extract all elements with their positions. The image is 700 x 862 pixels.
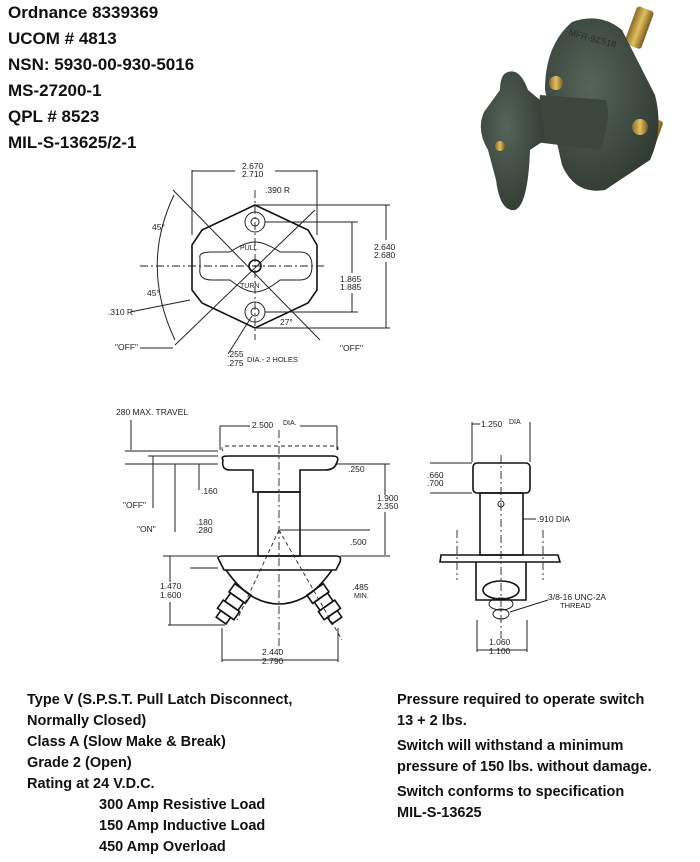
mil-spec-number: MIL-S-13625/2-1 [8,133,137,152]
spec-type: Type V (S.P.S.T. Pull Latch Disconnect, [27,692,293,708]
terminal-left [215,582,253,626]
stem-dia-label: .910 DIA [537,514,570,524]
spec-class: Class A (Slow Make & Break) [27,734,226,750]
spec-withstand-cont: pressure of 150 lbs. without damage. [397,759,652,775]
knob-outline [221,455,339,493]
side-view: 280 MAX. TRAVEL 2.500 DIA. .160 "OFF" "O… [116,407,399,666]
end-knob-dia: 1.250 [481,419,503,429]
pull-label: PULL [240,245,258,252]
dim-500: .500 [350,537,367,547]
spec-type-cont: Normally Closed) [27,713,147,729]
specs-right: Pressure required to operate switch 13 +… [397,690,652,824]
holes-label: DIA.- 2 HOLES [247,355,298,364]
terminal-right [305,582,343,626]
spec-grade: Grade 2 (Open) [27,755,132,771]
top-view: 2.670 2.710 .390 R 45° 45° .310 R 2.640 … [108,161,396,368]
spec-rating: Rating at 24 V.D.C. [27,776,155,792]
dim-250: .250 [348,464,365,474]
depth-max: 1.600 [160,590,182,600]
on-position-label: "ON" [137,524,156,534]
height-dim-max: 2.680 [374,250,396,260]
knob-height-min: .660 [427,470,444,480]
depth-min: 1.470 [160,581,182,591]
off-position-label: "OFF" [123,500,146,510]
dim-485: .485 [352,582,369,592]
end-base-plate [439,554,562,563]
angle-upper: 45° [152,222,165,232]
end-stem [479,492,524,556]
qpl-number: QPL # 8523 [8,107,100,126]
width-dim-min: 2.670 [242,161,264,171]
dim-280: .280 [196,525,213,535]
spec-standard: MIL-S-13625 [397,805,482,821]
span-max: 2.790 [262,656,284,666]
angle-27: 27° [280,317,293,327]
min-label: MIN. [354,593,369,600]
thread-label: THREAD [560,601,591,610]
hole-dia-min: .255 [227,349,244,359]
hole-spacing-max: 1.885 [340,282,362,292]
part-identifiers: Ordnance 8339369 UCOM # 4813 NSN: 5930-0… [8,0,194,156]
span-min: 2.440 [262,647,284,657]
hole-spacing-min: 1.865 [340,274,362,284]
ordnance-number: Ordnance 8339369 [8,3,159,22]
thread-spec: 3/8-16 UNC-2A [548,592,606,602]
dim-160: .160 [201,486,218,496]
end-knob [472,462,531,494]
knob-height-max: .700 [427,478,444,488]
height-min: 1.900 [377,493,399,503]
width-dim-max: 2.710 [242,169,264,179]
ms-number: MS-27200-1 [8,81,102,100]
spec-conforms: Switch conforms to specification [397,784,625,800]
flange-outline [191,204,318,329]
nsn-number: NSN: 5930-00-930-5016 [8,55,195,74]
height-max: 2.350 [377,501,399,511]
top-radius-label: .390 R [265,185,290,195]
spec-overload: 450 Amp Overload [99,839,226,855]
end-view: 1.250 DIA .660 .700 .910 DIA 3/8-16 UNC-… [427,419,606,656]
height-dim-min: 2.640 [374,242,396,252]
spec-pressure: Pressure required to operate switch [397,692,645,708]
knob-dia-label: 2.500 [252,420,274,430]
base-max: 1.100 [489,646,511,656]
spec-resistive-load: 300 Amp Resistive Load [99,797,266,813]
angle-lower: 45° [147,288,160,298]
max-travel-label: 280 MAX. TRAVEL [116,407,188,417]
base-min: 1.060 [489,637,511,647]
side-radius-label: .310 R [108,307,133,317]
ucom-number: UCOM # 4813 [8,29,117,48]
off-left-label: "OFF" [115,342,138,352]
spec-pressure-value: 13 + 2 lbs. [397,713,467,729]
specs-left: Type V (S.P.S.T. Pull Latch Disconnect, … [27,690,292,858]
base-plate [217,555,342,571]
spec-inductive-load: 150 Amp Inductive Load [99,818,266,834]
knob-dia-unit: DIA. [283,420,297,427]
off-right-label: "OFF" [340,343,363,353]
hole-dia-max: .275 [227,358,244,368]
spec-withstand: Switch will withstand a minimum [397,738,624,754]
turn-label: TURN [240,283,259,290]
end-knob-dia-unit: DIA [509,419,521,426]
end-terminal [482,580,520,600]
dim-180: .180 [196,517,213,527]
